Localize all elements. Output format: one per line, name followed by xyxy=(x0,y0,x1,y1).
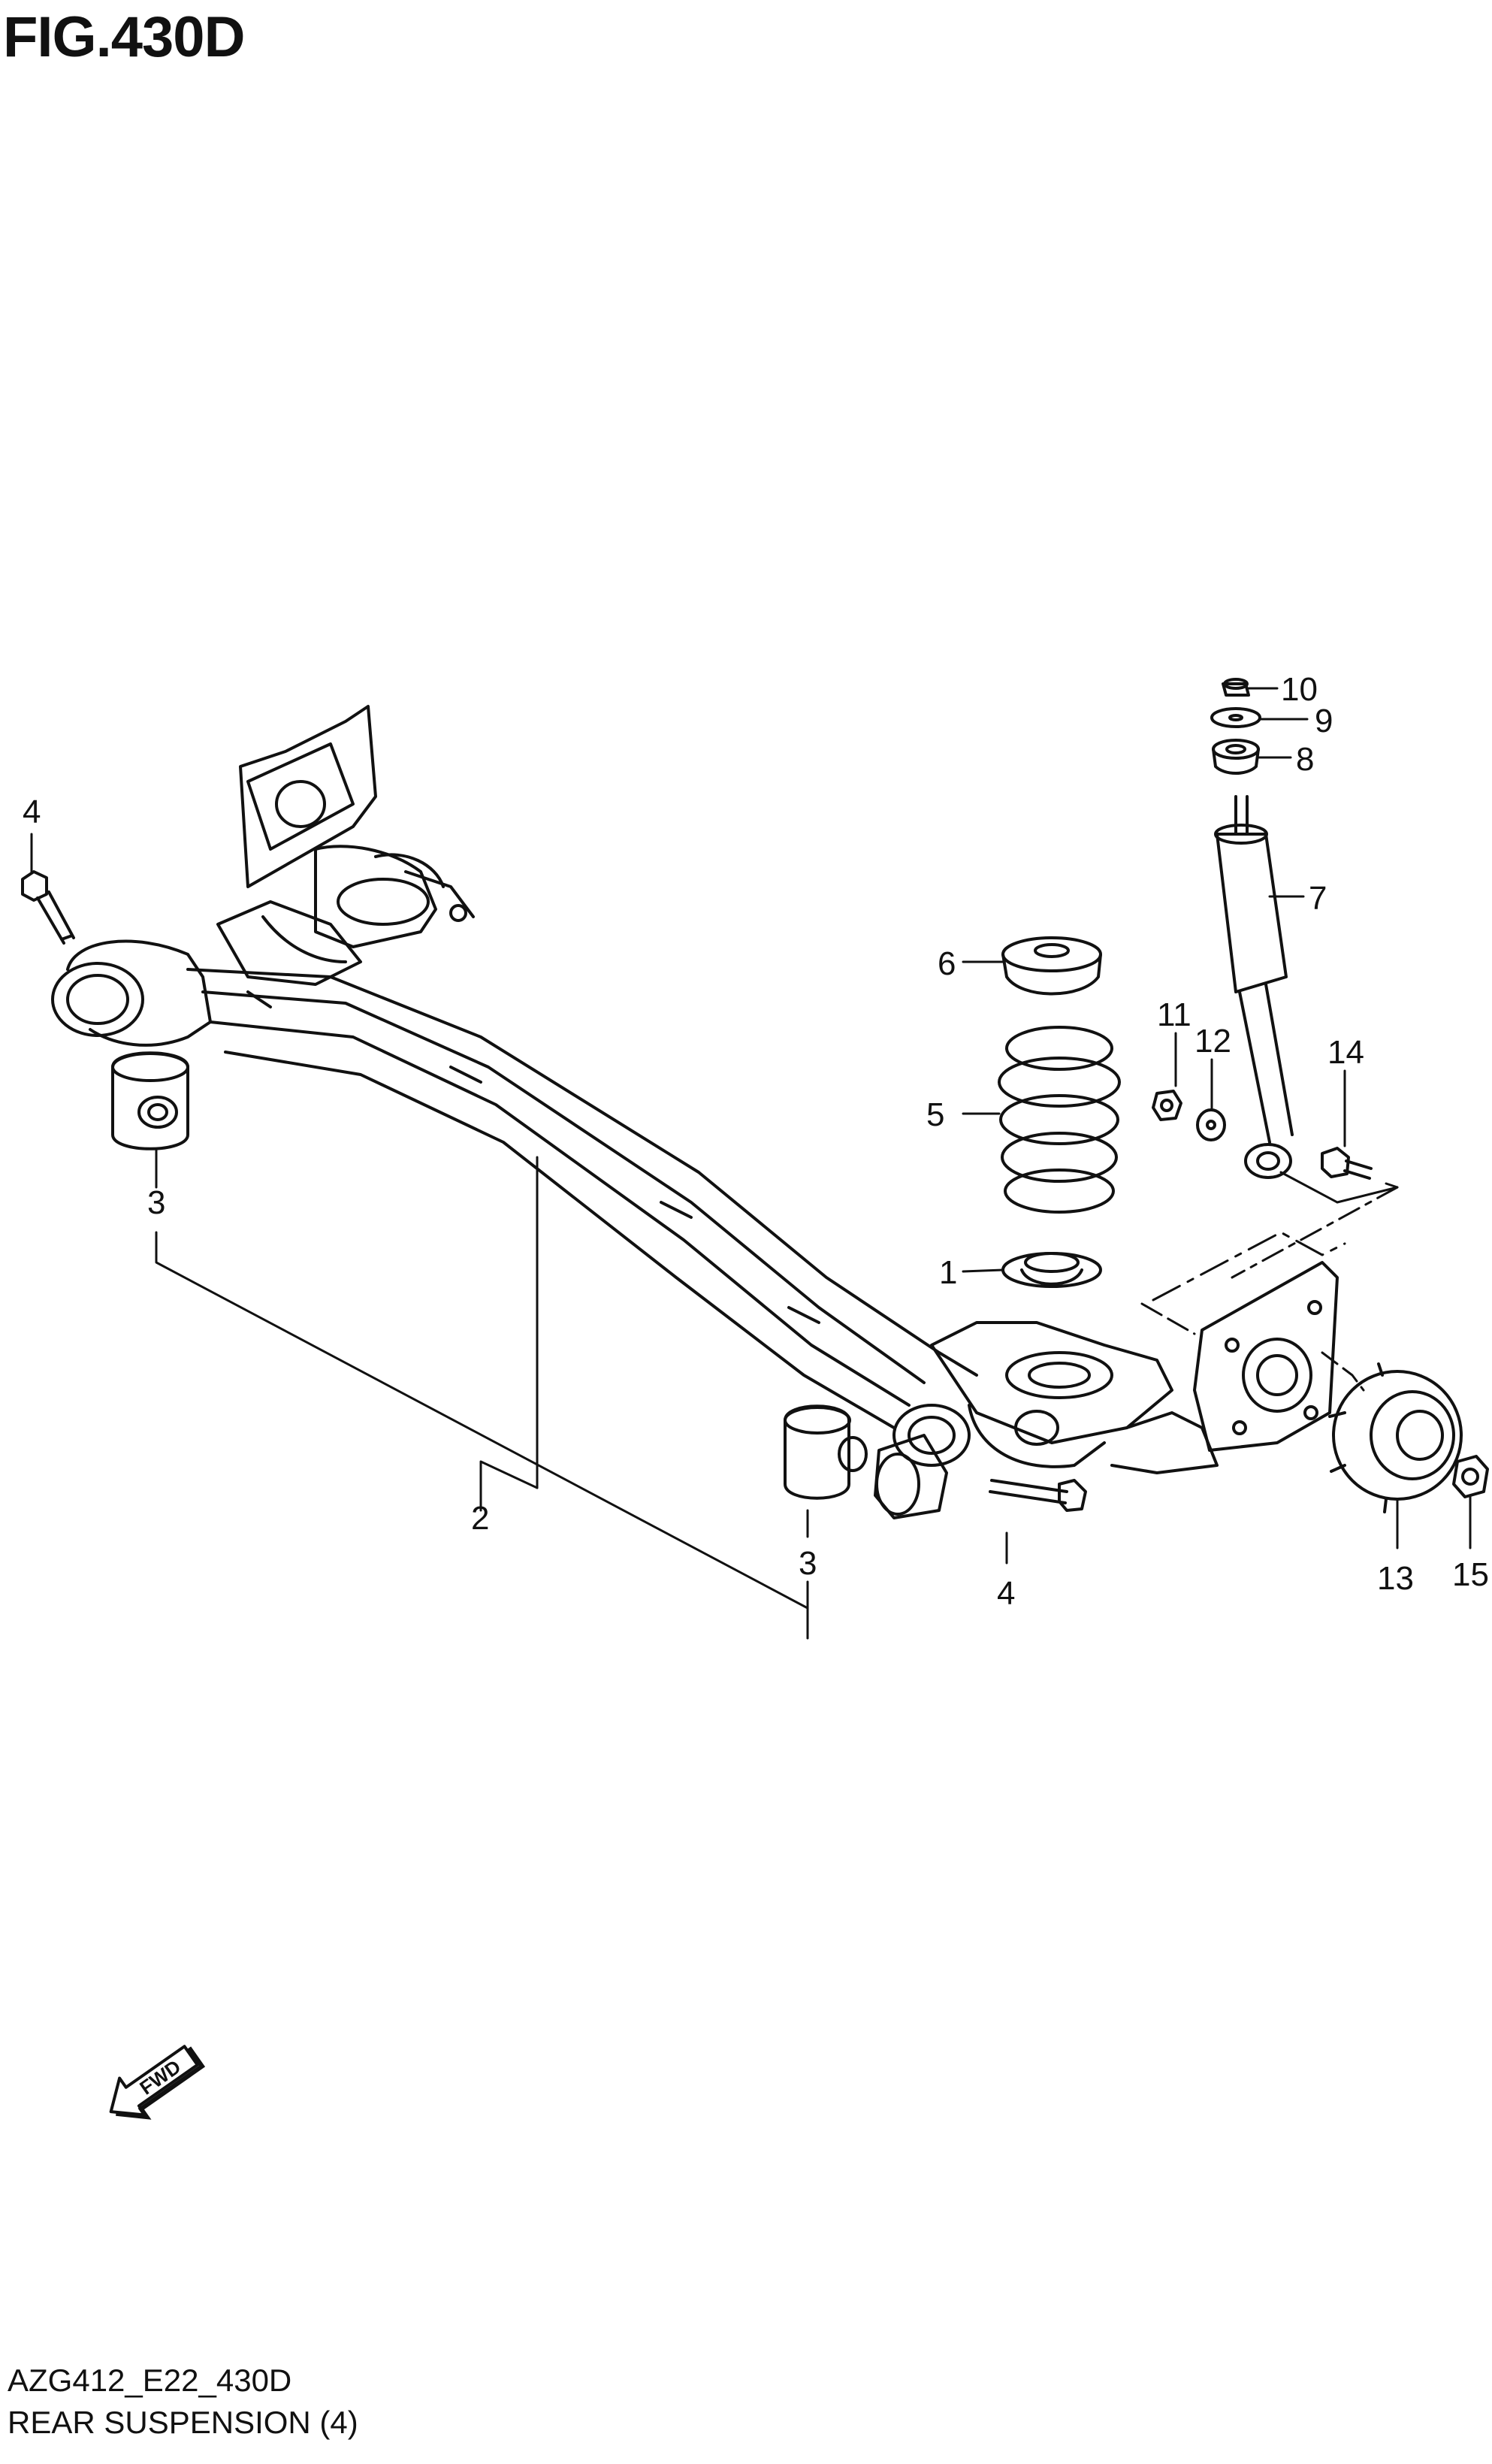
diagram-caption: REAR SUSPENSION (4) xyxy=(8,2405,358,2440)
callout-14: 14 xyxy=(1327,1034,1364,1071)
callout-9: 9 xyxy=(1315,703,1333,739)
callout-15: 15 xyxy=(1452,1556,1489,1593)
callout-3-right-upper: 3 xyxy=(799,1545,817,1582)
shock-absorber xyxy=(1214,795,1294,1179)
footer: AZG412_E22_430D REAR SUSPENSION (4) xyxy=(8,2360,358,2444)
upper-spring-seat xyxy=(1001,936,1102,996)
callout-7: 7 xyxy=(1309,880,1327,917)
callout-8: 8 xyxy=(1296,741,1314,778)
callout-4-right: 4 xyxy=(997,1575,1015,1612)
drawing-code: AZG412_E22_430D xyxy=(8,2363,292,2398)
leader-lines xyxy=(30,687,1472,1640)
bushing-right-b xyxy=(874,1434,948,1519)
fwd-arrow: FWD xyxy=(109,2045,206,2120)
bolt-left xyxy=(21,870,75,945)
bolt-right xyxy=(989,1479,1087,1512)
mount-bushing xyxy=(1212,739,1260,775)
lower-spring-seat xyxy=(1001,1252,1102,1288)
nut-11 xyxy=(1152,1090,1182,1121)
callout-4-left: 4 xyxy=(23,794,41,830)
callout-5: 5 xyxy=(926,1096,944,1133)
rear-axle-beam xyxy=(51,705,1339,1474)
callout-6: 6 xyxy=(938,945,956,982)
washer-12 xyxy=(1196,1108,1226,1141)
bushing-right-a xyxy=(784,1404,868,1500)
callout-3-left: 3 xyxy=(147,1184,165,1221)
callout-2: 2 xyxy=(471,1500,489,1537)
bushing-left xyxy=(111,1051,189,1150)
callout-13: 13 xyxy=(1377,1560,1414,1597)
figure-title: FIG.430D xyxy=(3,5,245,69)
coil-spring xyxy=(998,1026,1121,1214)
washer xyxy=(1210,707,1261,728)
callout-numbers: 4 3 2 3 4 1 5 6 7 8 9 10 11 12 14 13 15 xyxy=(23,671,1489,1612)
callout-12: 12 xyxy=(1195,1023,1231,1060)
bolt-14 xyxy=(1321,1147,1373,1180)
hub-nut xyxy=(1452,1455,1489,1498)
top-nut xyxy=(1222,678,1250,697)
wheel-hub xyxy=(1328,1362,1463,1513)
callout-11: 11 xyxy=(1157,996,1191,1033)
callout-10: 10 xyxy=(1281,671,1318,708)
callout-1: 1 xyxy=(939,1254,957,1291)
